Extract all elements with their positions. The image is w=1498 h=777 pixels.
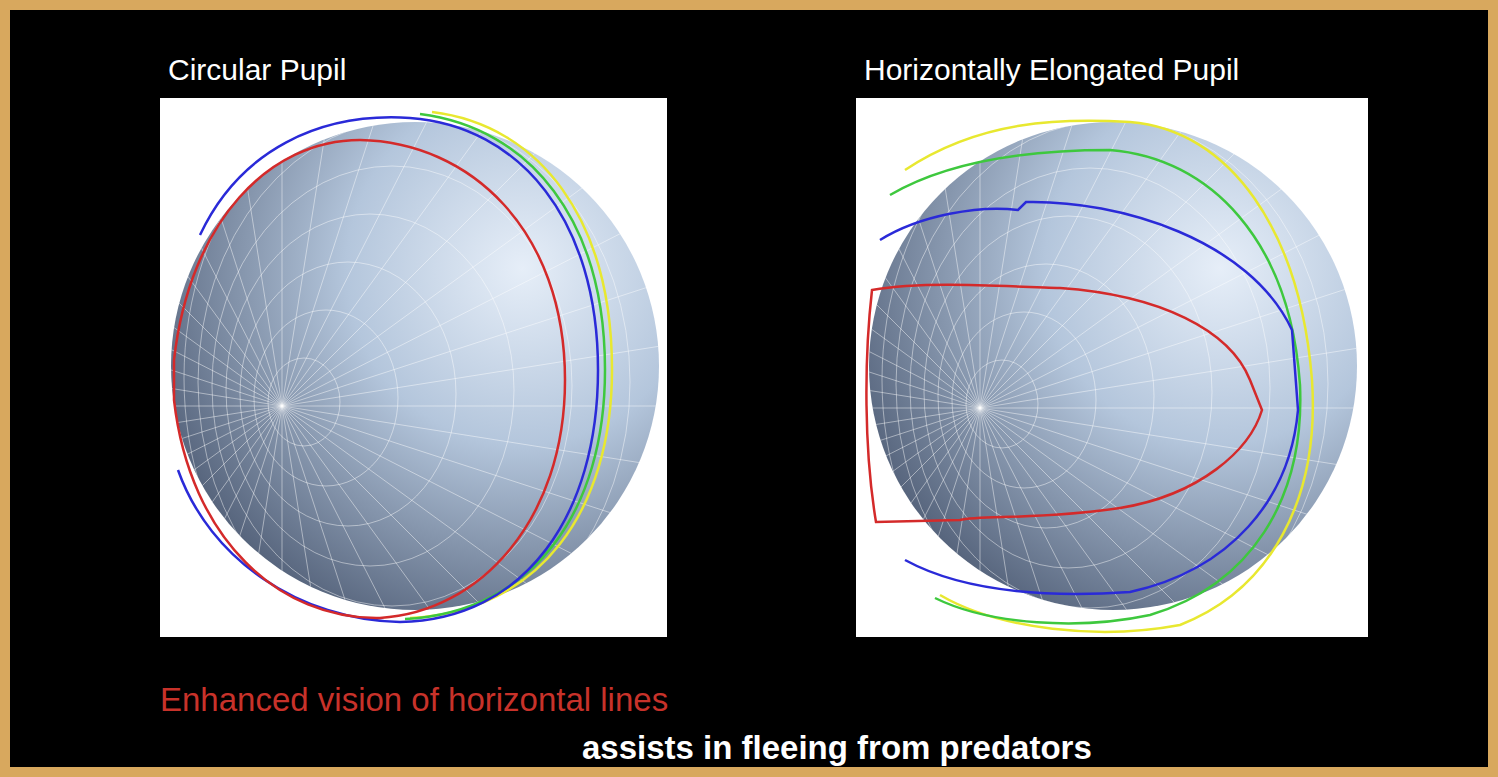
latitude (268, 358, 340, 446)
latitude (254, 310, 398, 486)
latitude (240, 262, 456, 526)
latitude (896, 120, 1328, 648)
panel (160, 98, 667, 637)
panel: Circular Pupil (160, 52, 667, 637)
latitude (924, 216, 1212, 568)
panel-heading: Circular Pupil (160, 52, 667, 88)
meridian (980, 192, 1498, 408)
yellow-contour (905, 121, 1313, 632)
red-contour (866, 285, 1262, 522)
meridian (0, 406, 282, 516)
meridian (282, 406, 982, 407)
meridian (289, 298, 980, 408)
meridian (282, 406, 693, 777)
blue-contour (178, 117, 598, 622)
meridian (662, 408, 980, 777)
blue-contour (880, 202, 1298, 594)
meridian (0, 406, 282, 622)
red-contour (174, 140, 565, 618)
meridian (282, 406, 948, 622)
panel: Horizontally Elongated Pupil (856, 52, 1368, 637)
sphere-grid (0, 0, 982, 777)
meridian (0, 406, 282, 777)
meridian (314, 408, 980, 624)
meridian (980, 408, 1498, 726)
meridian (282, 406, 848, 777)
meridian (0, 190, 282, 406)
meridian (66, 406, 282, 777)
meridian (980, 408, 1498, 624)
meridian (282, 406, 906, 724)
meridian (0, 406, 282, 777)
meridian (289, 408, 980, 518)
meridian (569, 408, 980, 777)
meridian (980, 408, 1498, 518)
meridian (280, 408, 980, 409)
sphere (869, 122, 1357, 610)
meridian (356, 408, 980, 726)
green-contour (405, 114, 605, 619)
meridian (980, 298, 1498, 408)
sphere (171, 122, 659, 610)
meridian (980, 408, 981, 777)
meridian (0, 406, 282, 724)
meridian (356, 90, 980, 408)
latitude (882, 72, 1386, 688)
meridian (282, 0, 777, 406)
meridian (282, 406, 777, 777)
latitude (226, 214, 514, 566)
meridian (0, 88, 282, 406)
green-contour (890, 150, 1300, 623)
panel-heading: Horizontally Elongated Pupil (856, 52, 1368, 88)
contours (174, 112, 1313, 632)
meridian (764, 408, 980, 777)
meridian (282, 406, 498, 777)
meridian (0, 406, 282, 777)
latitude (910, 168, 1270, 608)
panel (856, 98, 1368, 637)
latitude (966, 360, 1038, 448)
latitude (952, 312, 1096, 488)
meridian (282, 190, 948, 406)
meridian (282, 0, 848, 406)
meridian (314, 192, 980, 408)
latitude (938, 264, 1154, 528)
meridian (980, 408, 1498, 409)
caption-text: assists in fleeing from predators (582, 728, 1092, 768)
caption-highlight: Enhanced vision of horizontal lines (160, 680, 668, 720)
meridian (0, 406, 282, 777)
meridian (172, 406, 282, 777)
latitude (184, 70, 688, 686)
meridian (980, 408, 1196, 777)
sphere-grid (280, 0, 1498, 777)
yellow-contour (410, 112, 612, 618)
meridian (0, 406, 282, 407)
